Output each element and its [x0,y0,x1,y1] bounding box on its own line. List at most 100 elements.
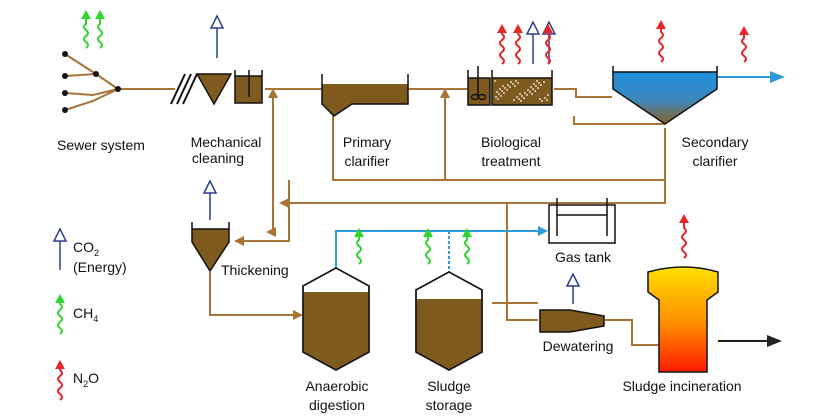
sewer-nodes [62,51,121,113]
aeration-bubble [532,88,534,90]
legend: CO2 (Energy) CH4 N2O [52,227,127,401]
aeration-bubble [500,95,502,97]
secondary-clarifier-walls [612,66,718,72]
legend-ch4-icon [55,294,65,335]
secondary-clarifier-tank [612,71,718,125]
secondary-clarifier-label-line2: clarifier [692,153,737,169]
ch4-emission-icon [95,10,105,49]
aeration-bubble [523,97,525,99]
aeration-bubble [498,93,500,95]
aeration-bubble [517,82,519,84]
aeration-bubble [512,83,514,85]
aeration-bubble [504,87,506,89]
n2o-emission-icon [679,214,689,259]
stage-labels: Sewer system Mechanical cleaning Primary… [57,134,748,413]
ch4-emissions [81,10,472,265]
aeration-bubble [530,86,532,88]
bar-screen [170,73,198,105]
co2-emission-icon [525,20,541,64]
dewatering-label: Dewatering [543,338,614,354]
primary-clarifier-outline [321,74,409,117]
bio-tank-walls [467,70,553,78]
co2-emission-icon [202,179,218,220]
storage-sludge [416,299,482,370]
aeration-zone [491,77,553,106]
aeration-bubble [533,83,535,85]
aeration-bubble [514,85,516,87]
aeration-bubble [540,84,542,86]
sludge-incineration-label: Sludge incineration [622,378,741,394]
co2-emission-icon [209,14,225,58]
aeration-bubbles [494,80,549,102]
gas-tank [548,198,616,244]
primary-clarifier-tank [322,84,408,116]
biogas-arrowhead [538,226,548,236]
ch4-emission-icon [462,228,472,265]
aeration-bubble [509,86,511,88]
storage-outline [415,271,483,371]
ch4-emission-icon [423,228,433,265]
digester-sludge [303,292,369,370]
n2o-emission-icon [497,24,507,65]
aeration-bubble [507,84,509,86]
incineration-output-arrowhead [767,335,782,347]
aeration-bubble [510,81,512,83]
ch4-emission-icon [354,228,364,265]
incinerator [647,266,719,373]
legend-n2o-wave [55,360,65,401]
aeration-bubble [503,92,505,94]
legend-n2o-label: N2O [73,370,99,389]
anaerobic-digestion-label-line2: digestion [309,397,365,413]
co2-emission-icon [565,272,581,304]
aeration-bubble [536,80,538,82]
aeration-bubble [524,92,526,94]
legend-ch4-label: CH4 [73,305,98,324]
n2o-emissions [497,20,749,259]
aeration-bubble [501,90,503,92]
anoxic-zone [467,77,491,106]
aeration-bubble [527,89,529,91]
n2o-emission-icon [739,26,749,63]
sewer-network [64,53,119,111]
biological-treatment-label-line1: Biological [481,134,541,150]
aeration-bubble [515,80,517,82]
gas-tank-label: Gas tank [555,249,612,265]
aeration-bubble [547,94,549,96]
thickener-walls [191,222,230,229]
ch4-emission-icon [81,10,91,49]
aeration-bubble [516,96,518,98]
aeration-bubble [537,87,539,89]
legend-ch4-wave [55,294,65,335]
aeration-bubble [521,95,523,97]
aeration-bubble [497,98,499,100]
effluent-arrowhead [770,71,785,83]
legend-co2-note: (Energy) [73,259,127,275]
aeration-bubble [518,98,520,100]
thickening-label: Thickening [221,262,289,278]
aeration-bubble [543,81,545,83]
aeration-bubble [546,99,548,101]
mechanical-cleaning-label-line1: Mechanical [191,134,262,150]
aeration-bubble [534,90,536,92]
sewer-system-label: Sewer system [57,137,145,153]
n2o-emission-icon [543,24,553,65]
legend-n2o-icon [55,360,65,401]
aeration-bubble [513,99,515,101]
aeration-bubble [538,82,540,84]
legend-co2-label: CO2 [73,239,99,258]
aeration-bubble [502,85,504,87]
aeration-bubble [535,85,537,87]
primary-clarifier-label-line2: clarifier [344,153,389,169]
aeration-bubble [529,91,531,93]
biogas-line [335,230,540,272]
dewatering-press [539,309,605,333]
thickener-tank [191,228,230,273]
return-sludge-lines [209,89,666,346]
aeration-bubble [544,97,546,99]
n2o-emission-icon [513,24,523,65]
legend-co2-icon [52,227,68,270]
n2o-emission-icon [656,20,666,63]
aeration-bubble [499,88,501,90]
